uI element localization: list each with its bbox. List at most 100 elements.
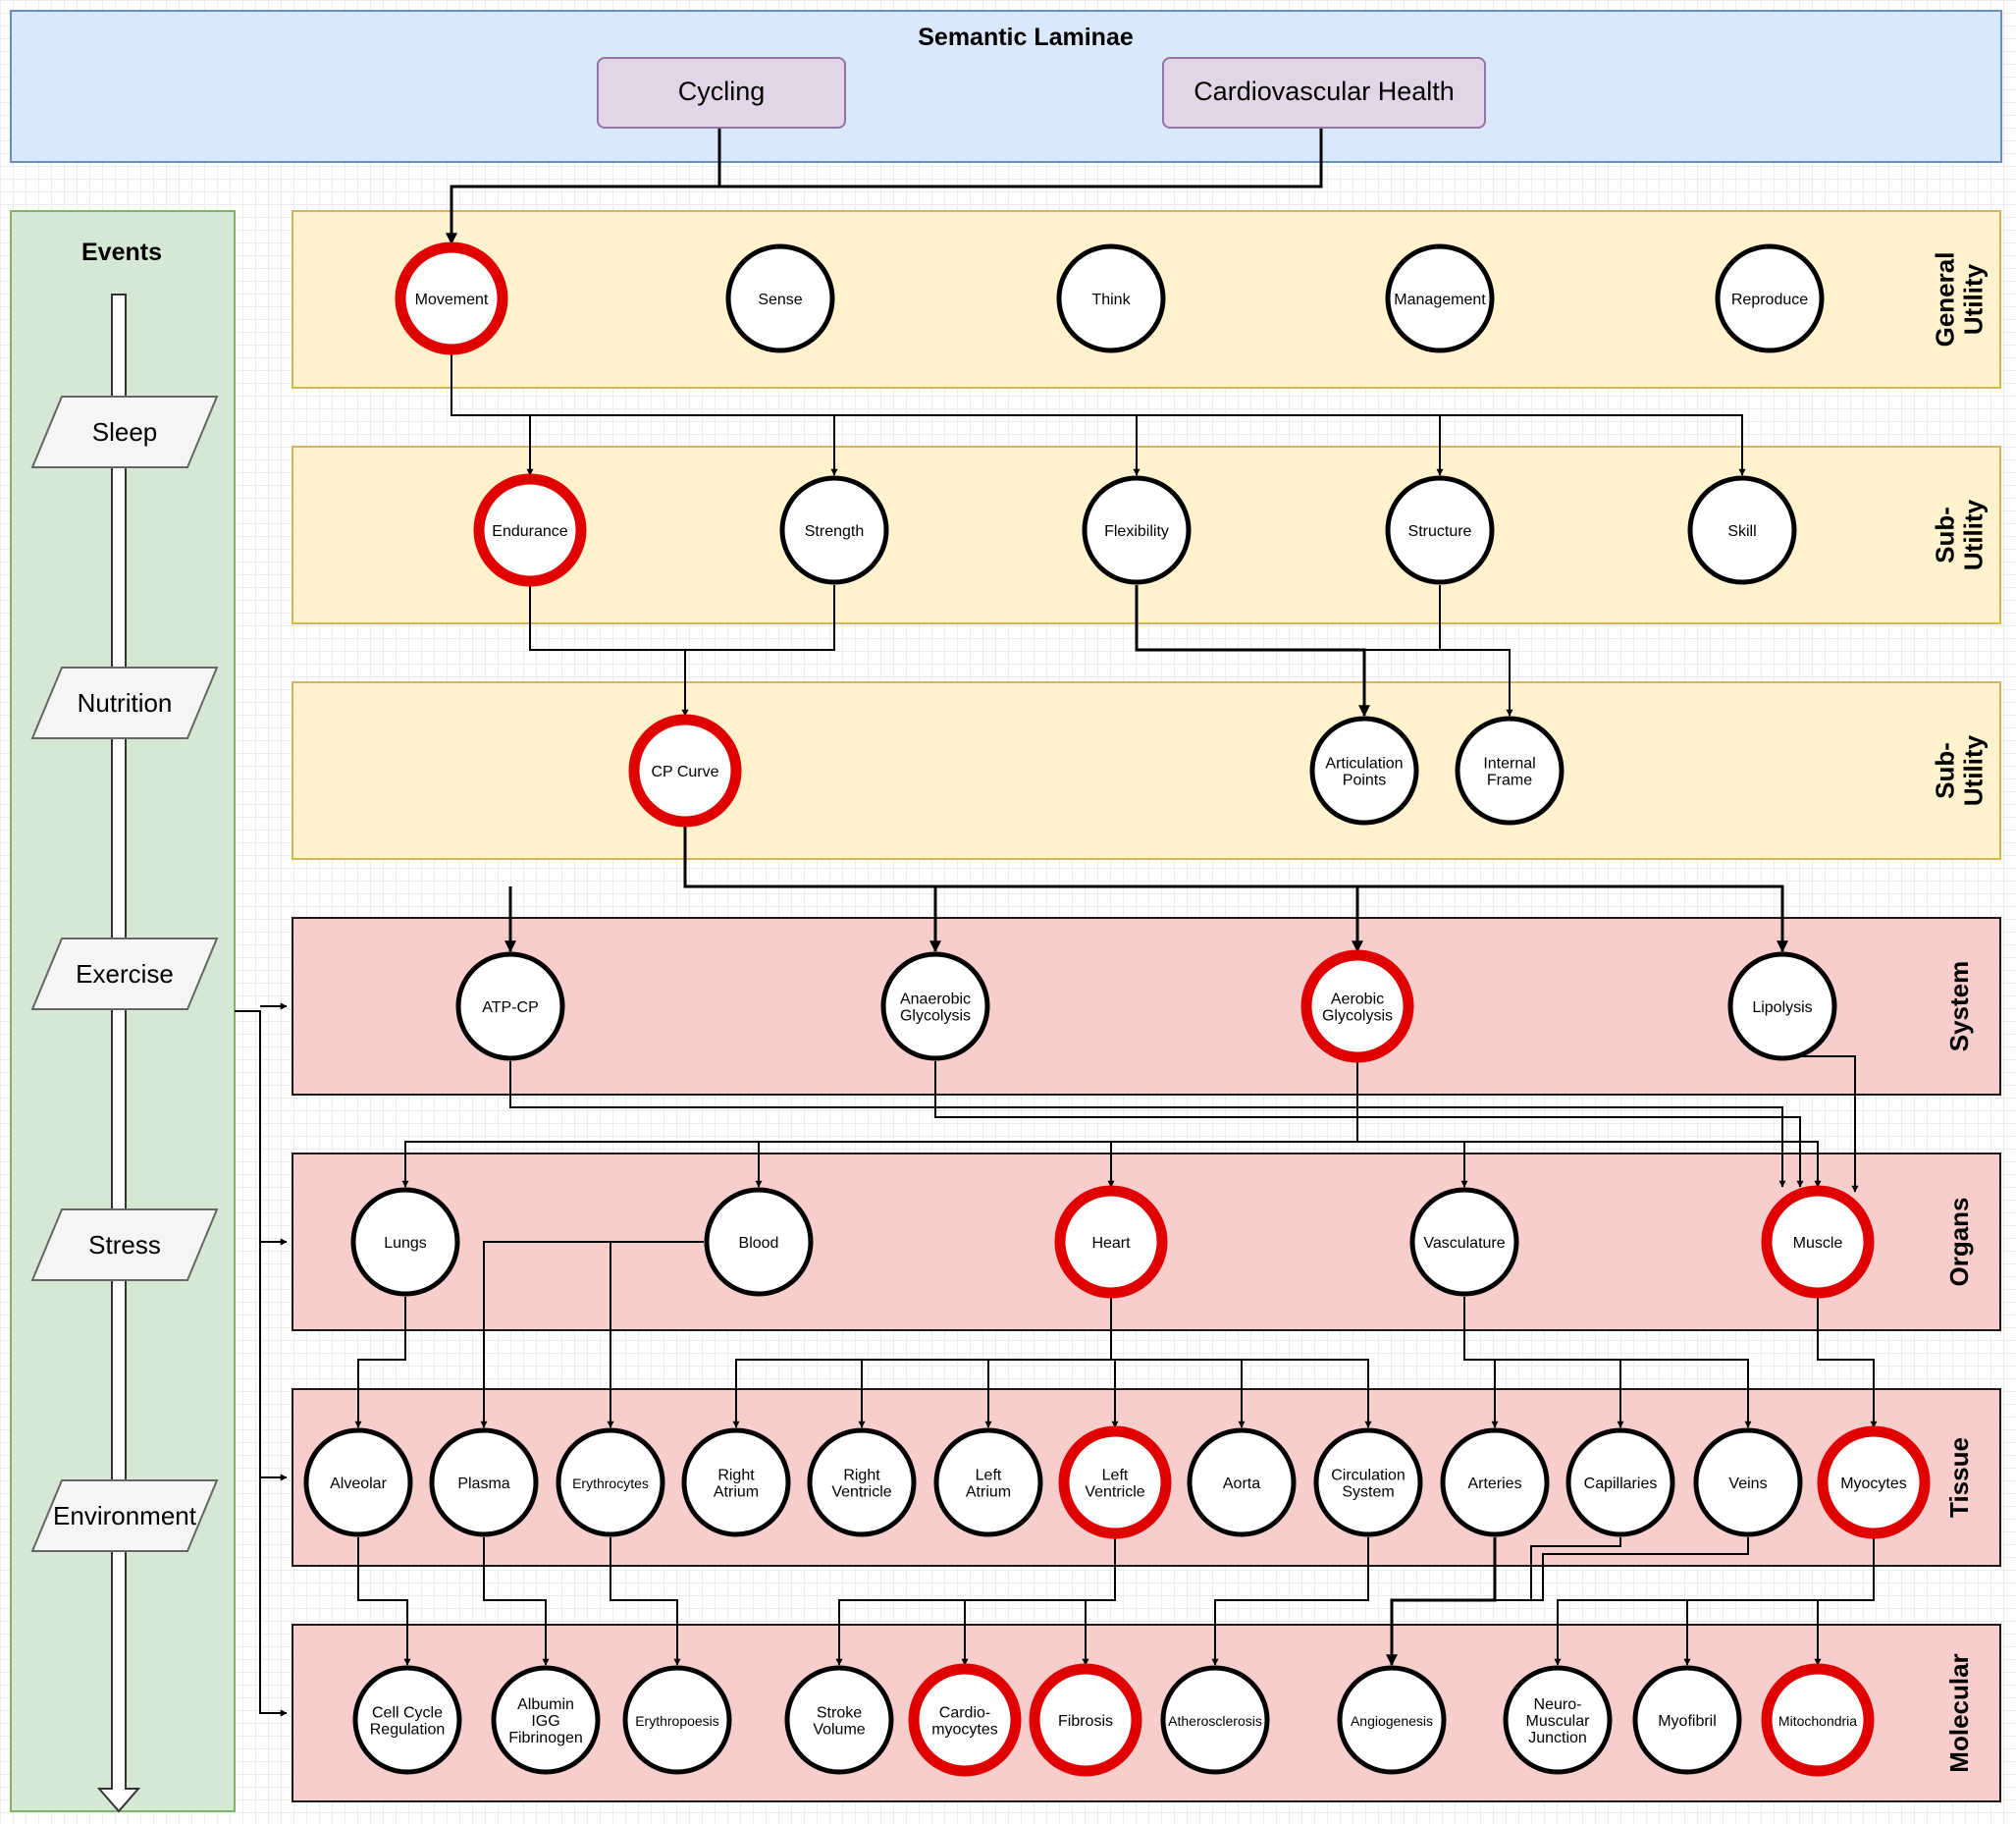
node-circle — [1565, 1427, 1675, 1537]
node-movement[interactable]: Movement — [395, 241, 508, 355]
node-mitochondria[interactable]: Mitochondria — [1761, 1663, 1875, 1777]
node-label: Vasculature — [1423, 1235, 1505, 1252]
node-myofibril[interactable]: Myofibril — [1632, 1665, 1742, 1775]
node-endurance[interactable]: Endurance — [473, 473, 587, 587]
node-lipolysis[interactable]: Lipolysis — [1727, 951, 1837, 1061]
node-label: Lungs — [384, 1235, 427, 1252]
node-label: Movement — [415, 292, 489, 308]
edge-blood-to-plasma — [480, 1241, 704, 1428]
header-panel — [10, 10, 2002, 163]
node-capillaries[interactable]: Capillaries — [1565, 1427, 1675, 1537]
lamina-label-su2: Sub-Utility — [1931, 734, 1989, 806]
node-circle — [350, 1187, 460, 1297]
node-label: Endurance — [492, 523, 567, 540]
node-circle — [1632, 1665, 1742, 1775]
node-erythrocytes[interactable]: Erythrocytes — [556, 1427, 665, 1537]
node-cardiomyocytes[interactable]: Cardio-myocytes — [908, 1663, 1022, 1777]
cardiovascular-health-box[interactable] — [1162, 57, 1486, 129]
node-skill[interactable]: Skill — [1687, 475, 1797, 585]
node-fibrosis[interactable]: Fibrosis — [1029, 1663, 1142, 1777]
node-aorta[interactable]: Aorta — [1187, 1427, 1297, 1537]
node-blood[interactable]: Blood — [704, 1187, 814, 1297]
edge-lungs-to-alveolar — [354, 1297, 406, 1428]
node-circle — [628, 714, 742, 828]
node-label: Lipolysis — [1752, 999, 1812, 1016]
node-circle — [303, 1427, 413, 1537]
node-atpcp[interactable]: ATP-CP — [455, 951, 565, 1061]
node-label: Angiogenesis — [1351, 1713, 1433, 1729]
node-erythropoesis[interactable]: Erythropoesis — [622, 1665, 732, 1775]
node-circle — [1313, 1427, 1423, 1537]
edge-aerobic-to-organs — [401, 1061, 1358, 1188]
event-environment[interactable] — [30, 1479, 219, 1552]
node-cpcurve[interactable]: CP Curve — [628, 714, 742, 828]
node-management[interactable]: Management — [1385, 243, 1495, 353]
node-think[interactable]: Think — [1056, 243, 1166, 353]
node-label: Atherosclerosis — [1168, 1713, 1262, 1729]
node-atherosclerosis[interactable]: Atherosclerosis — [1160, 1665, 1270, 1775]
node-circle — [473, 473, 587, 587]
event-nutrition[interactable] — [30, 667, 219, 739]
node-vasculature[interactable]: Vasculature — [1409, 1187, 1519, 1297]
node-myocytes[interactable]: Myocytes — [1817, 1425, 1931, 1539]
lamina-sys — [292, 917, 2001, 1096]
cycling-box[interactable] — [597, 57, 846, 129]
node-circle — [1761, 1663, 1875, 1777]
event-exercise[interactable] — [30, 938, 219, 1010]
node-structure[interactable]: Structure — [1385, 475, 1495, 585]
edge-aerobic-to-muscle — [1357, 1141, 1822, 1188]
edge-endurance-strength-merge — [529, 585, 835, 651]
node-label: Think — [1091, 292, 1131, 308]
node-alveolar[interactable]: Alveolar — [303, 1427, 413, 1537]
node-muscle[interactable]: Muscle — [1761, 1185, 1875, 1299]
node-label: Arteries — [1467, 1475, 1521, 1492]
node-heart[interactable]: Heart — [1054, 1185, 1168, 1299]
node-plasma[interactable]: Plasma — [429, 1427, 539, 1537]
node-circle — [908, 1663, 1022, 1777]
node-label: Myofibril — [1658, 1713, 1717, 1730]
node-arteries[interactable]: Arteries — [1440, 1427, 1550, 1537]
event-stress[interactable] — [30, 1208, 219, 1281]
node-label: Veins — [1728, 1475, 1767, 1492]
node-strength[interactable]: Strength — [779, 475, 889, 585]
node-angiogenesis[interactable]: Angiogenesis — [1337, 1665, 1447, 1775]
edge-lventricle-to-molecular — [835, 1537, 1116, 1666]
node-label: Aorta — [1223, 1475, 1260, 1492]
edge-events-to-laminae — [235, 1010, 288, 1717]
node-circle — [455, 951, 565, 1061]
node-flexibility[interactable]: Flexibility — [1082, 475, 1192, 585]
node-circle — [1817, 1425, 1931, 1539]
node-lungs[interactable]: Lungs — [350, 1187, 460, 1297]
node-label: Plasma — [457, 1475, 509, 1492]
node-reproduce[interactable]: Reproduce — [1715, 243, 1825, 353]
event-sleep[interactable] — [30, 396, 219, 468]
node-veins[interactable]: Veins — [1693, 1427, 1803, 1537]
node-circle — [880, 951, 990, 1061]
node-label: Fibrosis — [1058, 1713, 1113, 1730]
node-sense[interactable]: Sense — [725, 243, 835, 353]
edge-plasma-to-albumin — [483, 1537, 550, 1666]
node-circle — [1715, 243, 1825, 353]
lamina-label-mol: Molecular — [1944, 1653, 1974, 1772]
